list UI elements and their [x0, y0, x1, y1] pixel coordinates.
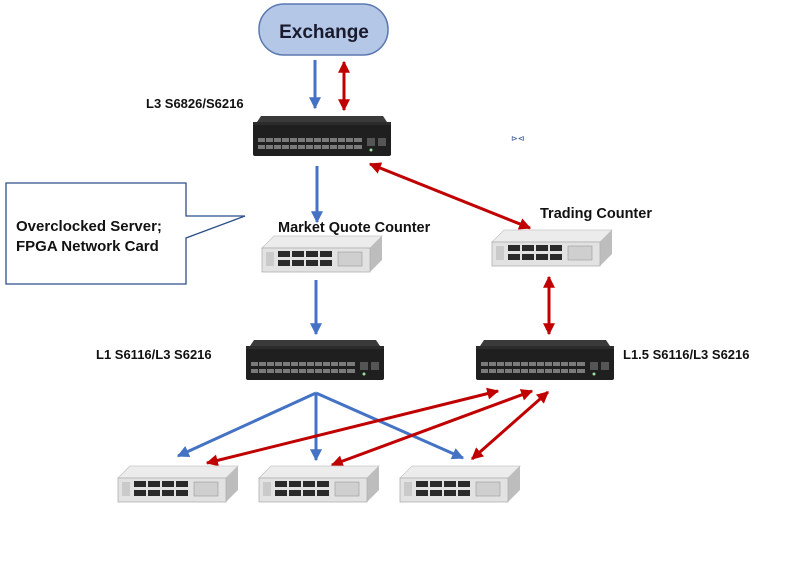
switch-l1-label: L1 S6116/L3 S6216: [96, 347, 212, 362]
l1-to-server-1-arrow: [176, 391, 317, 458]
bottom-server-3-icon: [399, 465, 521, 503]
l3-trading-bidirectional-arrow: [368, 162, 532, 230]
marker-glyph-icon: ⊳⊲: [511, 134, 524, 143]
trading-server-icon: [491, 229, 613, 267]
switch-l15-label: L1.5 S6116/L3 S6216: [623, 347, 749, 362]
switch-l3-icon: [253, 116, 391, 156]
callout-line-1: Overclocked Server;: [16, 218, 162, 235]
callout-line-2: FPGA Network Card: [16, 238, 159, 255]
bottom-server-2-icon: [258, 465, 380, 503]
l15-server-3-bidirectional-arrow: [471, 390, 549, 461]
l15-server-1-bidirectional-arrow: [205, 387, 500, 467]
callout-box: Overclocked Server; FPGA Network Card: [5, 182, 246, 285]
switch-l3-label: L3 S6826/S6216: [146, 96, 244, 111]
switch-l1-icon: [246, 340, 384, 380]
exchange-label: Exchange: [279, 22, 369, 43]
exchange-node: Exchange: [258, 3, 389, 56]
bottom-server-1-icon: [117, 465, 239, 503]
market-quote-server-icon: [261, 235, 383, 273]
l15-server-2-bidirectional-arrow: [330, 389, 534, 467]
trading-label: Trading Counter: [540, 206, 652, 222]
switch-l15-icon: [476, 340, 614, 380]
market-quote-label: Market Quote Counter: [278, 220, 431, 236]
